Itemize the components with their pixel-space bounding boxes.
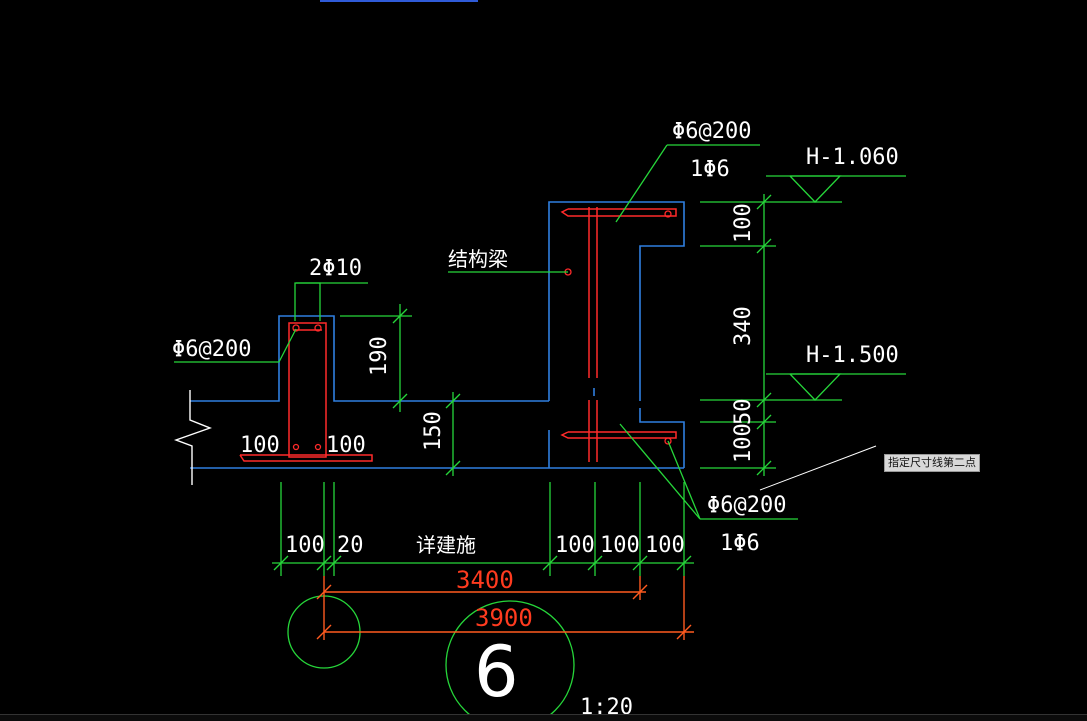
concrete-outline [190, 201, 685, 469]
right-bar-top-label: 1Φ6 [690, 157, 730, 182]
right-dim-340: 340 [731, 306, 756, 346]
command-tooltip: 指定尺寸线第二点 [884, 454, 980, 472]
bottom-dim-20: 20 [337, 533, 364, 558]
left-top-bars-label: 2Φ10 [309, 256, 362, 281]
right-bar-bot-label: 1Φ6 [720, 531, 760, 556]
rebar-group [239, 207, 677, 462]
status-strip [0, 714, 1087, 721]
left-dim-100-b: 100 [326, 433, 366, 458]
left-stirrup [288, 322, 327, 458]
orange-dimensions [316, 576, 694, 640]
beam-label: 结构梁 [448, 247, 508, 271]
level-top-label: H-1.060 [806, 145, 899, 170]
bottom-note: 详建施 [416, 533, 476, 557]
left-dim-100-a: 100 [240, 433, 280, 458]
bottom-dim-100-b: 100 [555, 533, 595, 558]
detail-number: 6 [474, 631, 519, 713]
beam-outline-right-lower [639, 408, 685, 468]
right-dim-100-bot: 100 [731, 423, 756, 463]
right-dim-100-top: 100 [731, 203, 756, 243]
right-stirrup-top-label: Φ6@200 [672, 119, 751, 144]
dimension-lines [174, 144, 906, 721]
rebar-points [292, 210, 672, 451]
beam-top-hook [560, 208, 677, 217]
left-dim-150: 150 [421, 411, 446, 451]
beam-outline-upper [548, 201, 685, 401]
bottom-dim-100-a: 100 [285, 533, 325, 558]
bottom-dim-100-c: 100 [600, 533, 640, 558]
beam-bottom-hook [560, 431, 677, 439]
wall-left-ledge [190, 315, 549, 402]
bottom-dim-100-d: 100 [645, 533, 685, 558]
left-dim-190: 190 [367, 336, 392, 376]
right-stirrup-bot-label: Φ6@200 [707, 493, 786, 518]
right-dim-50: 50 [731, 399, 756, 426]
left-stirrup-label: Φ6@200 [172, 337, 251, 362]
window-top-accent [320, 0, 478, 2]
detail-bubble [445, 600, 575, 721]
level-mid-label: H-1.500 [806, 343, 899, 368]
break-line-symbol [173, 390, 212, 485]
left-bottom-bar [239, 454, 373, 462]
dim-3900: 3900 [475, 604, 533, 632]
dim-3400: 3400 [456, 566, 514, 594]
cursor-rubber-band [759, 445, 877, 491]
